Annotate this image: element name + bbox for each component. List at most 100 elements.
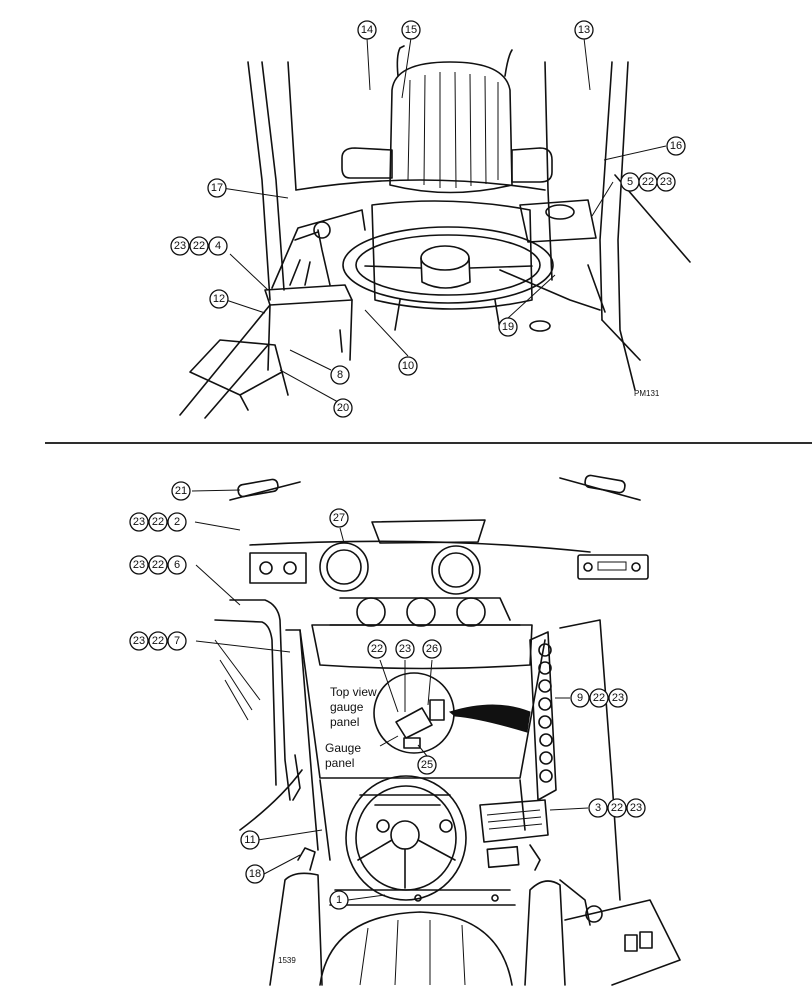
seat-handle-left bbox=[396, 45, 405, 77]
callout-11: 11 bbox=[240, 830, 260, 850]
svg-text:3: 3 bbox=[595, 802, 601, 814]
top-drawing-code: PM131 bbox=[634, 389, 660, 398]
floor-pedal bbox=[529, 320, 551, 332]
keypad-unit bbox=[479, 799, 549, 843]
right-armrest bbox=[511, 147, 553, 183]
left-switch-b bbox=[283, 561, 297, 575]
svg-text:23: 23 bbox=[660, 176, 672, 188]
svg-text:17: 17 bbox=[211, 182, 223, 194]
door-glass-hatch bbox=[214, 639, 261, 721]
console-sides bbox=[267, 299, 353, 371]
svg-text:9: 9 bbox=[577, 692, 583, 704]
svg-text:23: 23 bbox=[133, 635, 145, 647]
callout-18: 18 bbox=[245, 864, 265, 884]
callout-3: 3 bbox=[588, 798, 608, 818]
left-pillar bbox=[285, 629, 319, 851]
callout-10: 10 bbox=[398, 356, 418, 376]
dash-gauges bbox=[359, 794, 451, 806]
seat-back-ribs bbox=[407, 71, 499, 189]
keypad-bracket bbox=[529, 844, 541, 871]
bottom-callouts: 21 27 23 22 2 23 22 6 23 22 7 22 23 26 9… bbox=[129, 481, 646, 910]
callout-8: 8 bbox=[330, 365, 350, 385]
bottom-cab-drawing bbox=[214, 474, 681, 986]
callout-19: 19 bbox=[498, 317, 518, 337]
svg-text:23: 23 bbox=[133, 516, 145, 528]
left-door-inner bbox=[214, 619, 277, 786]
gauge-panel-label-1: Gauge bbox=[325, 741, 361, 755]
right-door-line bbox=[601, 319, 641, 361]
svg-text:22: 22 bbox=[152, 635, 164, 647]
svg-text:12: 12 bbox=[213, 293, 225, 305]
svg-text:7: 7 bbox=[174, 635, 180, 647]
seat-handle-right bbox=[504, 49, 513, 77]
svg-text:23: 23 bbox=[612, 692, 624, 704]
svg-text:22: 22 bbox=[642, 176, 654, 188]
svg-text:6: 6 bbox=[174, 559, 180, 571]
svg-text:23: 23 bbox=[630, 802, 642, 814]
bottom-leader-lines bbox=[191, 489, 589, 901]
left-armrest bbox=[341, 147, 393, 179]
right-door-frame bbox=[559, 619, 621, 901]
floor-line bbox=[499, 269, 601, 311]
top-view-inset bbox=[373, 672, 455, 754]
callout-22: 22 bbox=[148, 512, 168, 532]
top-cab-drawing bbox=[179, 45, 691, 419]
inset-component bbox=[429, 699, 445, 721]
callout-23: 23 bbox=[656, 172, 676, 192]
svg-text:10: 10 bbox=[402, 360, 414, 372]
callout-23: 23 bbox=[395, 639, 415, 659]
inset-block bbox=[403, 737, 421, 749]
console-front bbox=[339, 329, 343, 353]
left-switch-panel bbox=[249, 552, 307, 584]
step-box-legs bbox=[239, 371, 289, 411]
lever-knob bbox=[313, 221, 331, 239]
callout-22: 22 bbox=[189, 236, 209, 256]
steering-hub bbox=[420, 245, 470, 271]
left-switch-a bbox=[259, 561, 273, 575]
steering-spokes-2 bbox=[357, 839, 456, 889]
console-panel bbox=[271, 209, 366, 289]
svg-text:25: 25 bbox=[421, 759, 433, 771]
callout-14: 14 bbox=[357, 20, 377, 40]
callout-21: 21 bbox=[171, 481, 191, 501]
steering-hub-side bbox=[420, 257, 471, 289]
dome-light-left bbox=[237, 478, 279, 498]
right-console bbox=[564, 899, 681, 986]
svg-text:22: 22 bbox=[152, 559, 164, 571]
lower-rail bbox=[179, 304, 271, 419]
top-view-label-3: panel bbox=[330, 715, 359, 729]
svg-text:11: 11 bbox=[244, 834, 255, 846]
rear-wall-line bbox=[295, 179, 546, 191]
callout-23: 23 bbox=[608, 688, 628, 708]
lever-linkage bbox=[289, 231, 319, 286]
svg-text:16: 16 bbox=[670, 140, 682, 152]
right-column-lamps bbox=[538, 643, 553, 783]
top-view-label-1: Top view bbox=[330, 685, 377, 699]
roof-console-line bbox=[249, 540, 591, 553]
svg-text:4: 4 bbox=[215, 240, 221, 252]
steering-wheel-inner bbox=[355, 234, 541, 296]
callout-22: 22 bbox=[607, 798, 627, 818]
callout-6: 6 bbox=[167, 555, 187, 575]
svg-text:23: 23 bbox=[174, 240, 186, 252]
svg-text:15: 15 bbox=[405, 24, 417, 36]
right-joystick-arm bbox=[559, 879, 591, 926]
left-armrest-2 bbox=[269, 872, 323, 986]
left-pillar-outer bbox=[247, 61, 271, 301]
callout-25: 25 bbox=[417, 755, 437, 775]
right-joystick-knob bbox=[585, 905, 603, 923]
svg-text:13: 13 bbox=[578, 24, 590, 36]
callout-22: 22 bbox=[638, 172, 658, 192]
big-vent-right bbox=[431, 545, 481, 595]
callout-1: 1 bbox=[329, 890, 349, 910]
svg-text:18: 18 bbox=[249, 868, 261, 880]
step-box bbox=[189, 339, 283, 396]
left-side-lever bbox=[297, 847, 316, 871]
small-vent-2 bbox=[406, 597, 436, 627]
windshield-header bbox=[311, 624, 533, 670]
svg-text:5: 5 bbox=[627, 176, 633, 188]
svg-text:19: 19 bbox=[502, 321, 514, 333]
callout-7: 7 bbox=[167, 631, 187, 651]
console-top bbox=[264, 284, 353, 306]
